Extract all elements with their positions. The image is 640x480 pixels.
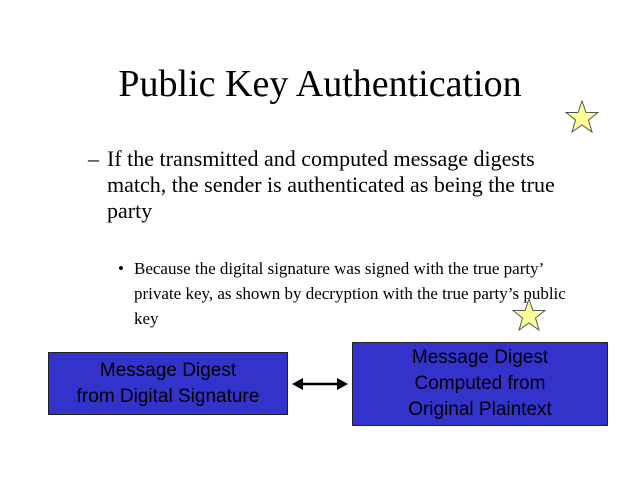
box-line: Message Digest	[99, 359, 237, 381]
digest-from-signature-box: Message Digest from Digital Signature	[48, 352, 288, 415]
box-line: from Digital Signature	[76, 385, 260, 407]
dash-marker: –	[88, 146, 99, 171]
bullet-level1: – If the transmitted and computed messag…	[88, 146, 558, 224]
bullet-level2-text: Because the digital signature was signed…	[134, 259, 566, 328]
box-line: Original Plaintext	[408, 399, 552, 420]
slide-title: Public Key Authentication	[118, 63, 522, 105]
digest-computed-box: Message Digest Computed from Original Pl…	[352, 342, 608, 426]
bullet-level1-text: If the transmitted and computed message …	[107, 146, 555, 223]
double-arrow-icon	[292, 378, 348, 390]
box-line: Computed from	[414, 373, 546, 394]
star-icon	[565, 100, 599, 134]
bullet-level2: • Because the digital signature was sign…	[118, 256, 588, 331]
box-line: Message Digest	[411, 347, 549, 368]
star-icon	[512, 298, 546, 332]
bullet-marker: •	[118, 259, 124, 278]
